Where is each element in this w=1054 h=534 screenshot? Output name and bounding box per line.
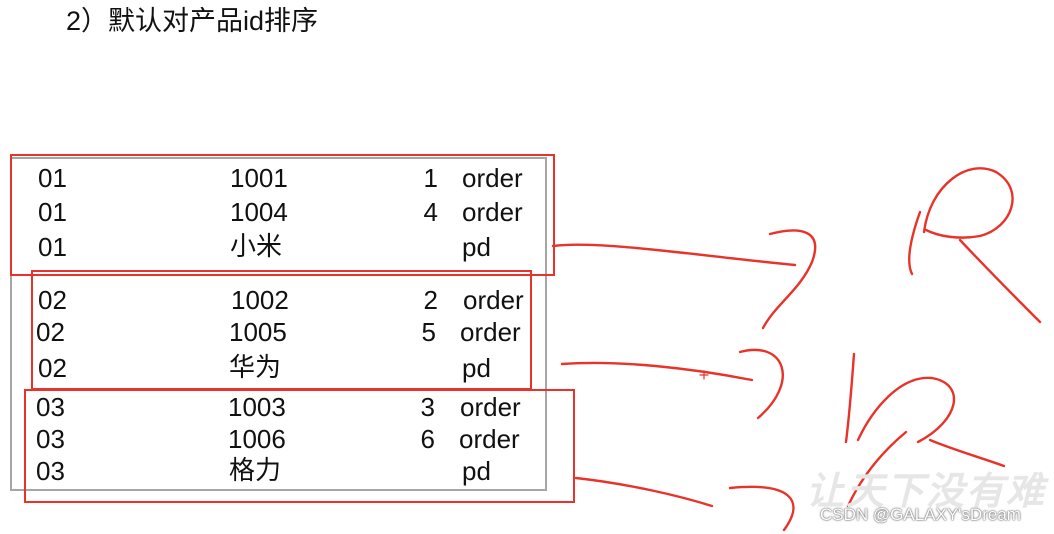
arrow-stroke bbox=[574, 476, 714, 508]
arrow-stroke bbox=[551, 243, 797, 267]
reducer-stroke bbox=[907, 210, 922, 276]
record-tag: pd bbox=[462, 456, 491, 486]
record-tag: order bbox=[463, 285, 524, 315]
record-num: 4 bbox=[423, 197, 438, 227]
record-pid: 01 bbox=[38, 232, 67, 262]
record-num: 2 bbox=[423, 285, 438, 315]
record-tag: order bbox=[462, 163, 523, 193]
group-box-01 bbox=[10, 154, 555, 276]
record-key: 1005 bbox=[229, 317, 287, 347]
record-pid: 03 bbox=[36, 392, 65, 422]
record-pid: 03 bbox=[36, 424, 65, 454]
record-key: 1001 bbox=[230, 163, 288, 193]
records-frame bbox=[10, 157, 547, 491]
record-key: 格力 bbox=[229, 455, 282, 485]
record-num: 6 bbox=[420, 424, 435, 454]
arrow-stroke bbox=[560, 361, 754, 382]
record-tag: order bbox=[462, 197, 523, 227]
arrow-stroke bbox=[761, 229, 817, 330]
record-num: 1 bbox=[423, 163, 438, 193]
record-tag: pd bbox=[462, 353, 491, 383]
group-box-03 bbox=[24, 389, 575, 503]
record-pid: 02 bbox=[36, 317, 65, 347]
record-key: 1003 bbox=[228, 392, 286, 422]
record-pid: 02 bbox=[38, 285, 67, 315]
record-key: 1002 bbox=[231, 285, 289, 315]
record-pid: 03 bbox=[36, 456, 65, 486]
record-key: 1004 bbox=[230, 197, 288, 227]
record-tag: order bbox=[460, 317, 521, 347]
cursor-mark bbox=[699, 370, 709, 380]
reducer-stroke bbox=[958, 238, 1042, 324]
record-tag: pd bbox=[462, 232, 491, 262]
record-key: 1006 bbox=[228, 424, 286, 454]
credit-label: CSDN @GALAXY'sDream bbox=[820, 505, 1021, 524]
record-tag: order bbox=[459, 424, 520, 454]
record-key: 小米 bbox=[230, 231, 283, 261]
record-pid: 01 bbox=[38, 163, 67, 193]
arrow-stroke bbox=[728, 485, 795, 532]
record-key: 华为 bbox=[229, 352, 282, 382]
arrow-stroke bbox=[738, 348, 784, 420]
record-pid: 01 bbox=[38, 197, 67, 227]
reducer-stroke bbox=[856, 376, 956, 444]
reducer-stroke bbox=[844, 352, 856, 444]
record-num: 3 bbox=[420, 392, 435, 422]
record-num: 5 bbox=[421, 317, 436, 347]
record-pid: 02 bbox=[38, 353, 67, 383]
page-heading: 2）默认对产品id排序 bbox=[66, 6, 319, 36]
record-tag: order bbox=[460, 392, 521, 422]
reducer-stroke bbox=[922, 167, 1014, 239]
watermark: 让天下没有难 bbox=[806, 468, 1047, 513]
